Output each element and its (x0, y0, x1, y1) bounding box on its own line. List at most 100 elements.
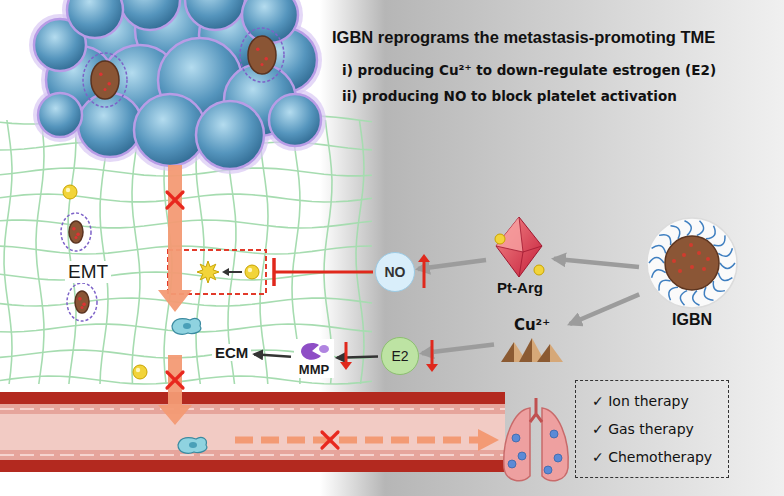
nanoparticle-core (75, 291, 89, 313)
drug-dot (702, 267, 706, 271)
cell-nucleus (189, 442, 197, 448)
polymer-strand (697, 221, 704, 236)
lung-lobe (542, 408, 568, 481)
platelet-dashed-box (168, 250, 266, 294)
title: IGBN reprograms the metastasis-promoting… (332, 28, 715, 47)
indicator-shaft (431, 340, 434, 366)
polymer-strand (718, 248, 732, 256)
platelet (133, 365, 147, 379)
flow-arrow (337, 357, 378, 358)
node-text: Pt-Arg (493, 279, 547, 296)
node-text: Cu²⁺ (499, 316, 565, 334)
polymer-strand (680, 291, 687, 306)
cell-nucleus (183, 323, 191, 329)
block-cross (167, 192, 183, 208)
nanoparticle-core (91, 61, 119, 99)
inhibition-line (274, 271, 373, 274)
indicator-head (418, 254, 430, 262)
lung-lobe (504, 408, 530, 481)
vessel-lumen-inner (0, 414, 505, 450)
enzyme-lobe (319, 345, 329, 353)
decrease-arrow (340, 342, 352, 370)
pyramid-face (550, 344, 563, 362)
cross-stroke (167, 192, 183, 208)
nanoparticle-shell (61, 213, 91, 251)
nanoparticle-shell (240, 28, 284, 82)
cell-body (172, 318, 201, 334)
trachea (530, 398, 542, 422)
metastasis-nodule (550, 430, 558, 438)
cross-stroke (322, 432, 338, 448)
vessel-wall (0, 392, 505, 472)
platelet-highlight (136, 368, 140, 372)
nanoparticle-shell (67, 283, 97, 321)
drug-dot (75, 236, 78, 239)
nanoparticle (83, 53, 127, 107)
pt-arg-crystal (493, 215, 547, 279)
process-label: ECM (212, 344, 251, 361)
nanoparticle (61, 213, 91, 251)
mesh-line (36, 120, 44, 384)
drug-dot (81, 306, 84, 309)
drug-dot (82, 302, 86, 306)
drug-dot (678, 269, 682, 273)
tumor-cell (67, 0, 123, 38)
subtitle-line: ii) producing NO to block platelet activ… (342, 88, 677, 104)
arginine-ball (534, 265, 544, 275)
nanoparticle-core (248, 36, 276, 74)
drug-dot (682, 253, 686, 257)
drug-dot (256, 48, 260, 52)
decrease-arrow (426, 340, 438, 372)
metastasis-nodule (512, 434, 520, 442)
vessel-lumen (0, 404, 505, 460)
molecule-circle: NO (375, 252, 415, 292)
drug-dot (697, 251, 701, 255)
drug-dot (264, 57, 268, 61)
subtitle-line: i) producing Cu²⁺ to down-regulate estro… (342, 62, 716, 78)
drug-dot (690, 265, 694, 269)
lungs (504, 398, 568, 481)
polymer-strand (685, 221, 692, 236)
platelet (245, 265, 259, 279)
metastasis-nodule (554, 454, 562, 462)
indicator-head (426, 364, 438, 372)
pyramid-face (519, 338, 532, 362)
polymer-strand (706, 226, 715, 239)
cross-stroke (167, 372, 183, 388)
tumor-cell (38, 93, 82, 137)
mesh-line (132, 120, 140, 384)
copper-pyramids (499, 336, 565, 364)
mesh-line (0, 298, 372, 306)
tumor-cell (242, 0, 298, 43)
mesh-line (68, 120, 76, 384)
drug-dot (107, 82, 111, 86)
polymer-strand (713, 235, 725, 245)
material-node: Pt-Arg (489, 215, 551, 296)
nanoparticle (67, 283, 97, 321)
activated-platelet (197, 261, 219, 283)
mesh-line (0, 194, 372, 202)
node-text: EMT (68, 261, 108, 283)
polymer-strand (720, 263, 735, 268)
platelet (63, 185, 77, 199)
checklist-item: ✓ Ion therapy (592, 387, 712, 415)
tumor-cluster (29, 0, 326, 174)
indicator-head (340, 362, 352, 370)
process-label: EMT (65, 261, 111, 283)
polymer-strand (652, 270, 666, 278)
tumor-cell (120, 0, 180, 30)
enzyme-body (301, 343, 321, 360)
node-text: IGBN (644, 311, 740, 329)
vessel-stripe (0, 408, 505, 410)
drug-dot (672, 259, 676, 263)
therapy-checklist: ✓ Ion therapy✓ Gas therapy✓ Chemotherapy (575, 380, 729, 478)
mmp-enzyme (297, 340, 331, 362)
blood-vessel (0, 392, 505, 472)
mesh-line (356, 120, 364, 384)
metastasis-nodule (508, 460, 516, 468)
flow-arrow (554, 259, 639, 267)
checklist-item: ✓ Gas therapy (592, 415, 712, 443)
nanoparticle-core (69, 221, 83, 243)
vessel-stripe (0, 454, 505, 456)
drug-dot (261, 63, 264, 66)
